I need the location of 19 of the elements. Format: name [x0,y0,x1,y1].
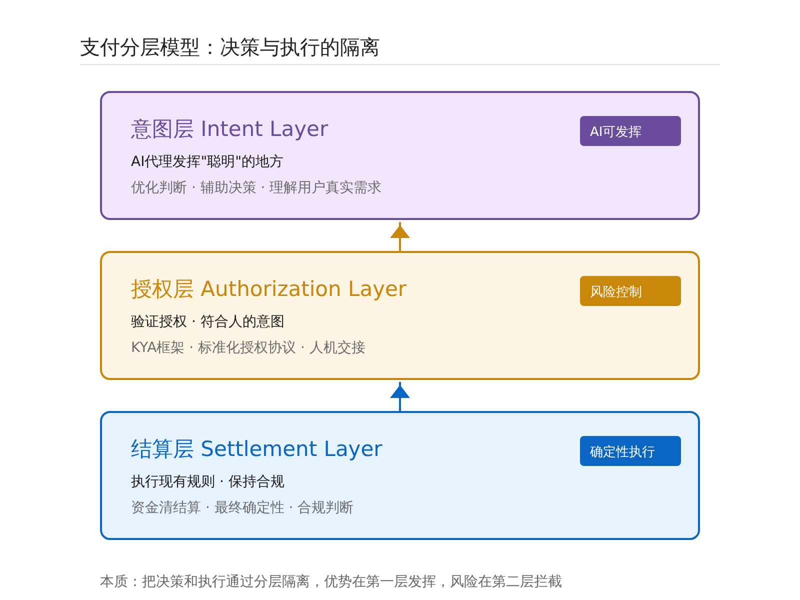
layer-subtitle: 执行现有规则 · 保持合规 [131,473,284,491]
caption: 本质：把决策和执行通过分层隔离，优势在第一层发挥，风险在第二层拦截 [100,573,562,591]
tag-label: AI可发挥 [580,116,681,146]
layer-box [100,91,700,220]
layer-heading: 授权层 Authorization Layer [131,276,407,303]
tag-label: 风险控制 [580,276,681,306]
layer-heading: 结算层 Settlement Layer [131,436,382,463]
diagram-title: 支付分层模型：决策与执行的隔离 [80,34,380,61]
arrow [390,222,410,251]
layer-subtitle: AI代理发挥"聪明"的地方 [131,153,284,171]
layer-detail: 资金清结算 · 最终确定性 · 合规判断 [131,499,354,517]
layer-heading: 意图层 Intent Layer [131,116,328,143]
arrow [390,382,410,411]
layer-subtitle: 验证授权 · 符合人的意图 [131,313,284,331]
layer-detail: KYA框架 · 标准化授权协议 · 人机交接 [131,339,366,357]
layer-box [100,251,700,380]
layer-box [100,411,700,540]
tag-label: 确定性执行 [580,436,681,466]
layer-detail: 优化判断 · 辅助决策 · 理解用户真实需求 [131,179,382,197]
